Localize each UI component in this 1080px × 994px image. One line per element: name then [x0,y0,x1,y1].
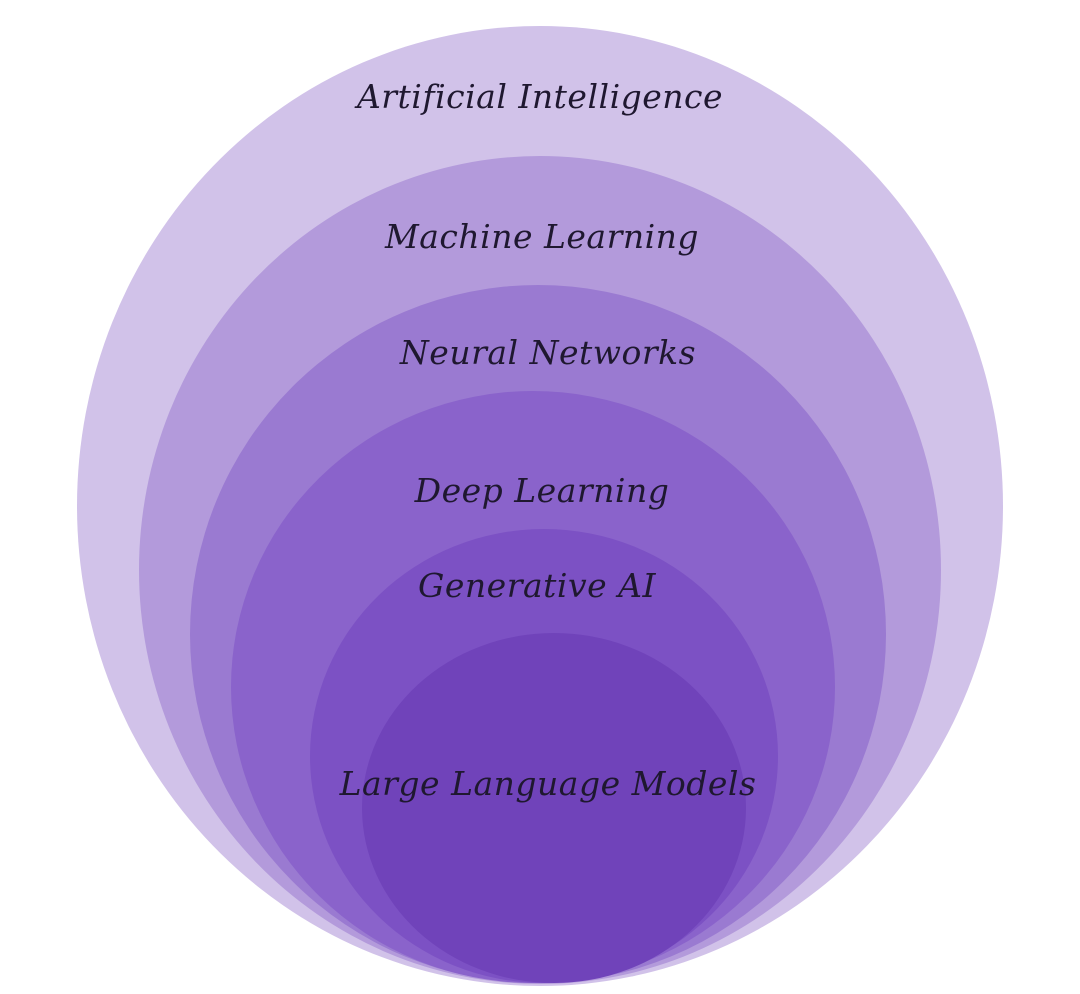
label-artificial-intelligence: Artificial Intelligence [356,77,724,116]
label-generative-ai: Generative AI [418,566,656,605]
label-neural-networks: Neural Networks [399,333,697,372]
circle-large-language-models [362,633,746,983]
label-deep-learning: Deep Learning [414,471,670,510]
label-large-language-models: Large Language Models [339,764,757,803]
label-machine-learning: Machine Learning [384,217,700,256]
